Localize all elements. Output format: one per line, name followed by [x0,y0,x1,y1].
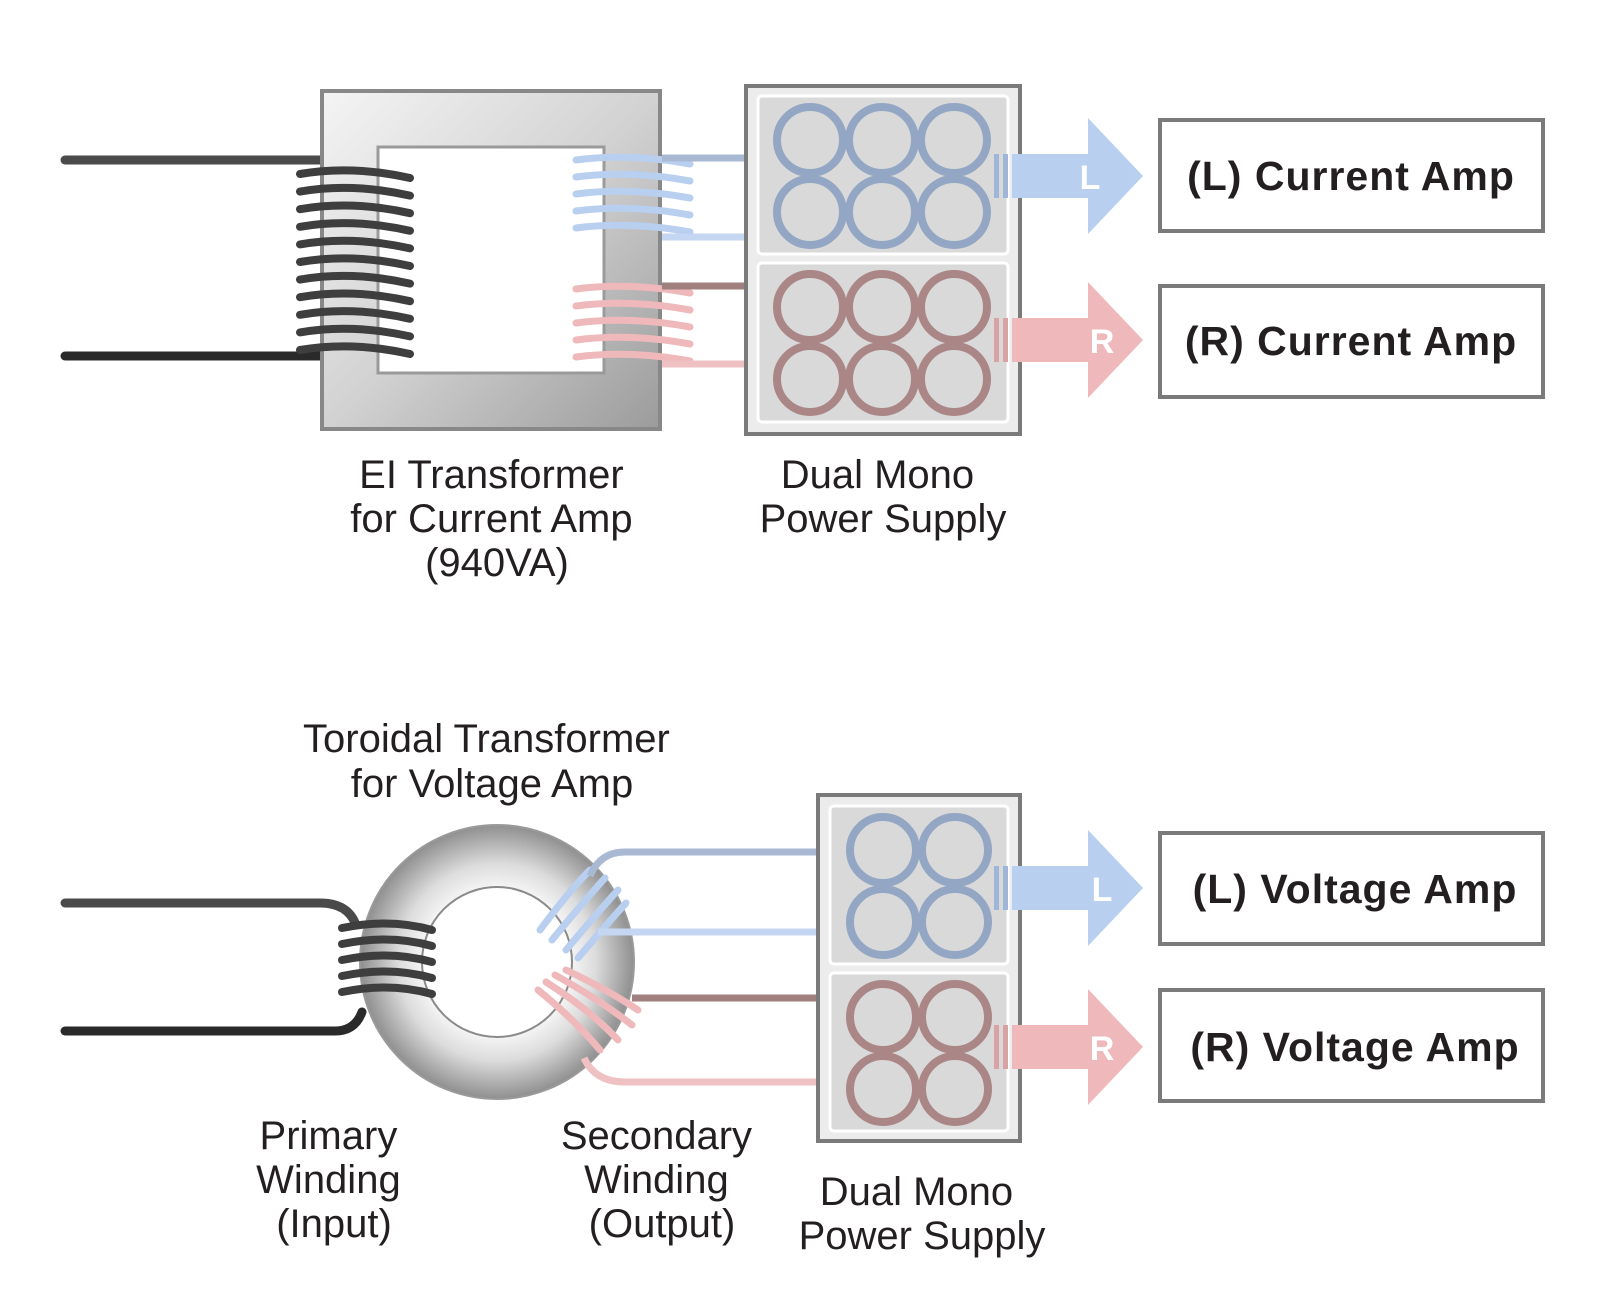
primary-coil-turn [338,935,436,950]
right-voltage-amp-label: (R) Voltage Amp [1190,1024,1519,1070]
primary-coil-turn [296,307,414,323]
capacitor-icon [845,342,919,416]
primary-coil-turn [338,983,436,998]
capacitor-icon [918,813,992,887]
primary-coil-turn [338,919,436,934]
ei-secondary-winding-left-channel [572,153,694,236]
toroid-right-channel-arrow: R [994,989,1143,1105]
ei-primary-winding [296,166,414,358]
primary-coil-turn [296,183,414,200]
left-current-amp-label: (L) Current Amp [1187,153,1515,199]
capacitor-icon [846,813,920,887]
right-current-amp-label: (R) Current Amp [1185,318,1517,364]
capacitor-icon [846,980,920,1054]
secondary-coil-turn [536,866,594,934]
secondary-coil-turn [572,187,694,202]
primary-coil-turn [296,342,414,358]
primary-coil-turn [296,166,414,182]
capacitor-icon [917,175,991,249]
ei-right-channel-arrow: R [994,282,1143,398]
toroid-left-arrow-letter: L [1092,871,1113,909]
capacitor-icon [845,103,919,177]
secondary-coil-turn [572,282,694,297]
toroid-primary-input-wire-bottom [60,1007,367,1036]
ei-left-current-amp-box: (L) Current Amp [1158,118,1545,233]
toroid-secondary-winding-left-channel [536,866,630,962]
ei-section: L R (L) Current Amp (R) Current Amp EI T… [60,84,1545,585]
secondary-coil-turn [572,221,694,236]
secondary-coil-turn [548,874,609,944]
toroidal-transformer-caption: Toroidal Transformer for Voltage Amp [303,717,681,806]
toroid-secondary-winding-right-channel [534,966,642,1054]
ei-left-capacitor-bank [773,103,991,249]
ei-right-capacitor-bank [773,270,991,416]
secondary-coil-turn [572,350,694,365]
capacitor-icon [918,885,992,959]
toroid-left-channel-arrow: L [994,830,1143,946]
primary-coil-turn [296,254,414,270]
toroid-primary-input-wire-top [60,898,361,930]
toroid-right-voltage-amp-box: (R) Voltage Amp [1158,988,1545,1103]
capacitor-icon [918,980,992,1054]
ei-power-supply-caption: Dual Mono Power Supply [760,453,1007,541]
secondary-coil-turn [534,986,604,1054]
capacitor-icon [846,885,920,959]
toroid-primary-winding [338,919,436,998]
toroid-left-voltage-amp-box: (L) Voltage Amp [1158,831,1545,946]
capacitor-icon [773,103,847,177]
secondary-coil-turn [551,971,636,1029]
primary-coil-turn [296,219,414,235]
left-voltage-amp-label: (L) Voltage Amp [1193,866,1518,912]
primary-winding-caption: Primary Winding (Input) [256,1114,412,1246]
primary-coil-turn [296,236,414,253]
capacitor-icon [773,342,847,416]
capacitor-icon [773,175,847,249]
secondary-coil-turn [572,204,694,219]
secondary-coil-turn [572,333,694,348]
ei-secondary-winding-right-channel [572,282,694,365]
toroid-left-capacitor-bank [846,813,992,959]
capacitor-icon [918,1052,992,1126]
toroid-right-capacitor-bank [846,980,992,1126]
primary-coil-turn [338,967,436,982]
toroid-power-supply-caption: Dual Mono Power Supply [799,1170,1046,1258]
primary-coil-turn [296,324,414,341]
secondary-coil-turn [572,170,694,185]
ei-right-current-amp-box: (R) Current Amp [1158,284,1545,399]
secondary-winding-caption: Secondary Winding (Output) [561,1114,763,1246]
secondary-coil-turn [562,966,642,1014]
capacitor-icon [845,270,919,344]
capacitor-icon [917,103,991,177]
primary-coil-turn [296,201,414,218]
toroid-lead-left-top [586,848,840,878]
primary-coil-turn [296,271,414,288]
capacitor-icon [845,175,919,249]
ei-right-arrow-letter: R [1090,323,1115,361]
ei-dual-mono-power-supply [744,84,1022,436]
ei-left-channel-arrow: L [994,118,1143,234]
toroidal-section: Toroidal Transformer for Voltage Amp [60,717,1545,1258]
secondary-coil-turn [572,299,694,314]
primary-coil-turn [296,289,414,306]
secondary-coil-turn [572,153,694,168]
secondary-coil-turn [562,886,622,954]
toroid-lead-right-bottom [580,1056,840,1086]
secondary-coil-turn [542,978,622,1044]
ei-transformer-caption: EI Transformer for Current Amp (940VA) [350,453,643,585]
capacitor-icon [773,270,847,344]
capacitor-icon [846,1052,920,1126]
secondary-coil-turn [572,316,694,331]
capacitor-icon [917,270,991,344]
toroid-dual-mono-power-supply [816,793,1022,1143]
capacitor-icon [917,342,991,416]
secondary-coil-turn [574,899,630,962]
primary-coil-turn [338,951,436,966]
toroid-right-arrow-letter: R [1090,1030,1115,1068]
ei-left-arrow-letter: L [1080,159,1101,197]
